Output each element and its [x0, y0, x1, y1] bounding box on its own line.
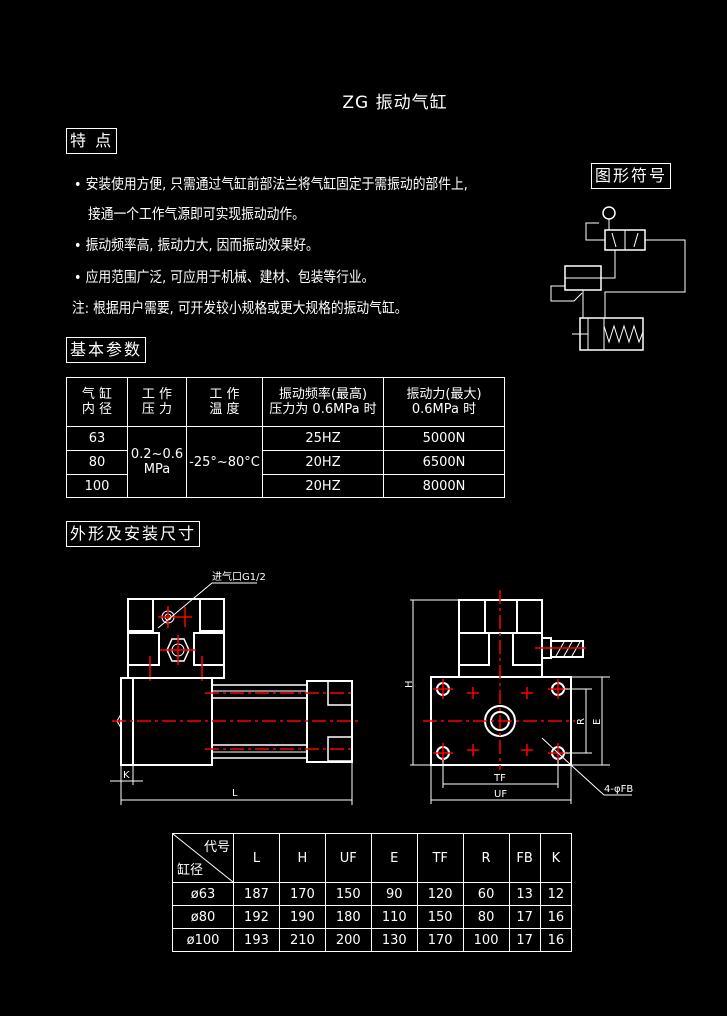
- feature-note: 注: 根据用户需要, 可开发较小规格或更大规格的振动气缸。: [72, 301, 408, 317]
- col-header: E: [370, 833, 418, 883]
- bore-cell: 80: [66, 450, 128, 475]
- corner-top-label: 代号: [203, 840, 230, 855]
- feature-line: • 安装使用方便, 只需通过气缸前部法兰将气缸固定于需振动的部件上,: [74, 177, 468, 193]
- dim-tf-label: TF: [493, 773, 506, 784]
- frequency-cell: 25HZ: [262, 426, 384, 451]
- col-header: R: [462, 833, 510, 883]
- col-header: L: [233, 833, 280, 883]
- pneumatic-symbol: [550, 206, 686, 351]
- value-cell: 192: [233, 905, 280, 929]
- value-cell: 187: [233, 882, 280, 906]
- dim-uf-label: UF: [494, 789, 507, 800]
- value-cell: 210: [278, 928, 326, 952]
- value-cell: 17: [508, 928, 541, 952]
- value-cell: 150: [416, 905, 464, 929]
- table-row: 80 20HZ 6500N: [66, 450, 505, 475]
- dimensions-heading: 外形及安装尺寸: [66, 521, 201, 547]
- params-heading: 基本参数: [66, 337, 147, 363]
- col-header: TF: [416, 833, 464, 883]
- col-header: K: [539, 833, 573, 883]
- dim-r-label: R: [576, 718, 587, 725]
- force-cell: 5000N: [383, 426, 505, 451]
- force-cell: 6500N: [383, 450, 505, 475]
- value-cell: 150: [324, 882, 372, 906]
- header-frequency: 振动频率(最高) 压力为 0.6MPa 时: [262, 377, 384, 427]
- inlet-label: 进气口G1/2: [212, 570, 266, 583]
- value-cell: 12: [539, 882, 573, 906]
- table-row: ø80 192 190 180 110 150 80 17 16: [172, 905, 573, 929]
- value-cell: 170: [278, 882, 326, 906]
- front-view-drawing: 进气口G1/2 K L: [110, 570, 360, 805]
- table-header-row: 代号 缸径 L H UF E TF R FB K: [172, 833, 573, 883]
- force-cell: 8000N: [383, 474, 505, 498]
- table-row: ø100 193 210 200 130 170 100 17 16: [172, 928, 573, 952]
- value-cell: 80: [462, 905, 510, 929]
- holes-label: 4-φFB: [604, 784, 633, 795]
- dim-h-label: H: [404, 680, 415, 688]
- header-force: 振动力(最大) 0.6MPa 时: [383, 377, 505, 427]
- value-cell: 16: [539, 928, 573, 952]
- value-cell: 17: [508, 905, 541, 929]
- col-header: UF: [324, 833, 372, 883]
- table-row: 63 0.2~0.6 MPa -25°~80°C 25HZ 5000N: [66, 426, 505, 498]
- side-view-drawing: H R E TF UF 4-φFB: [404, 590, 633, 804]
- value-cell: 13: [508, 882, 541, 906]
- col-header: FB: [508, 833, 541, 883]
- temperature-cell: -25°~80°C: [186, 426, 263, 498]
- frequency-cell: 20HZ: [262, 474, 384, 498]
- value-cell: 90: [370, 882, 418, 906]
- feature-line: • 应用范围广泛, 可应用于机械、建材、包装等行业。: [74, 270, 375, 286]
- corner-diagonal: [173, 834, 233, 882]
- frequency-cell: 20HZ: [262, 450, 384, 475]
- value-cell: 60: [462, 882, 510, 906]
- value-cell: 200: [324, 928, 372, 952]
- dim-e-label: E: [592, 719, 603, 725]
- bore-cell: ø100: [172, 928, 234, 952]
- dim-l-label: L: [232, 788, 238, 799]
- table-header-row: 气 缸 内 径 工 作 压 力 工 作 温 度 振动频率(最高) 压力为 0.6…: [66, 377, 505, 427]
- page-title: ZG 振动气缸: [342, 93, 448, 113]
- value-cell: 190: [278, 905, 326, 929]
- params-table: 气 缸 内 径 工 作 压 力 工 作 温 度 振动频率(最高) 压力为 0.6…: [66, 377, 505, 498]
- corner-bottom-label: 缸径: [177, 863, 204, 878]
- features-heading: 特 点: [66, 128, 118, 154]
- value-cell: 100: [462, 928, 510, 952]
- symbol-heading: 图形符号: [591, 163, 672, 189]
- feature-line: 接通一个工作气源即可实现振动动作。: [88, 207, 305, 223]
- feature-line: • 振动频率高, 振动力大, 因而振动效果好。: [74, 238, 319, 254]
- header-temperature: 工 作 温 度: [186, 377, 263, 427]
- bore-cell: 63: [66, 426, 128, 451]
- header-bore: 气 缸 内 径: [66, 377, 128, 427]
- value-cell: 120: [416, 882, 464, 906]
- col-header: H: [278, 833, 326, 883]
- value-cell: 110: [370, 905, 418, 929]
- dimensions-table: 代号 缸径 L H UF E TF R FB K ø63 187 170 150…: [172, 833, 573, 952]
- header-pressure: 工 作 压 力: [127, 377, 187, 427]
- value-cell: 16: [539, 905, 573, 929]
- pressure-cell: 0.2~0.6 MPa: [127, 426, 187, 498]
- table-row: 100 20HZ 8000N: [66, 474, 505, 498]
- value-cell: 193: [233, 928, 280, 952]
- value-cell: 180: [324, 905, 372, 929]
- value-cell: 130: [370, 928, 418, 952]
- dim-k-label: K: [123, 770, 130, 781]
- bore-cell: ø80: [172, 905, 234, 929]
- value-cell: 170: [416, 928, 464, 952]
- bore-cell: ø63: [172, 882, 234, 906]
- table-row: ø63 187 170 150 90 120 60 13 12: [172, 882, 573, 906]
- corner-cell: 代号 缸径: [172, 833, 234, 883]
- bore-cell: 100: [66, 474, 128, 498]
